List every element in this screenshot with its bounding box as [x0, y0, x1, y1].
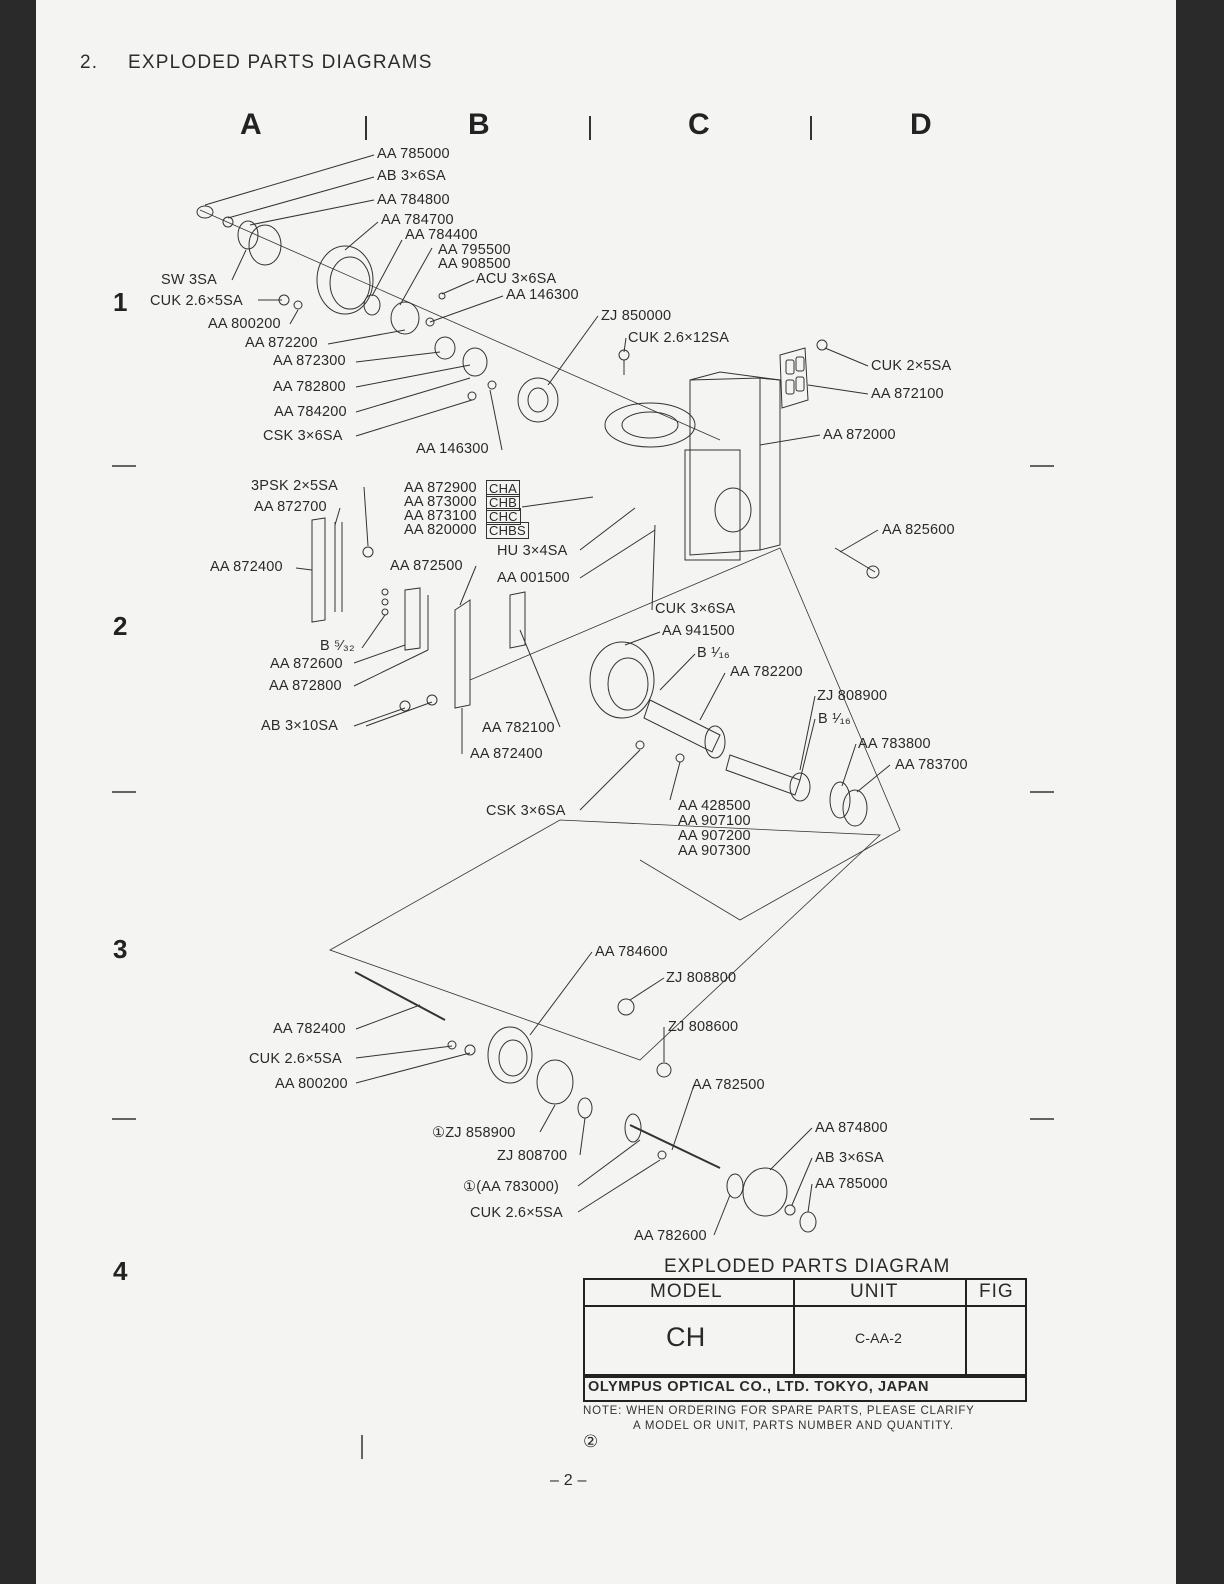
paper-sheet [36, 0, 1176, 1584]
part-label: CUK 2.6×5SA [470, 1205, 563, 1221]
row-label-3: 3 [113, 934, 128, 964]
part-label: ①ZJ 858900 [432, 1125, 516, 1141]
fig-header: FIG [979, 1281, 1014, 1302]
model-code-box: CHB [486, 494, 521, 511]
page-number: – 2 – [550, 1472, 587, 1489]
page-heading: EXPLODED PARTS DIAGRAMS [128, 52, 433, 73]
model-value: CH [666, 1322, 706, 1352]
part-label: AA 872200 [245, 335, 318, 351]
part-label: ①(AA 783000) [463, 1179, 560, 1195]
unit-header: UNIT [850, 1281, 899, 1302]
part-label: AA 872900 [404, 480, 477, 496]
part-label: B ¹⁄₁₆ [697, 645, 730, 661]
part-label: AA 872300 [273, 353, 346, 369]
part-label: AA 908500 [438, 256, 511, 272]
part-label: AA 872800 [269, 678, 342, 694]
sheet-mark: ② [583, 1432, 599, 1451]
part-label: AA 428500 [678, 798, 751, 814]
part-label: AA 784400 [405, 227, 478, 243]
part-label: AA 784800 [377, 192, 450, 208]
part-label: B ¹⁄₁₆ [818, 711, 851, 727]
part-label: AA 001500 [497, 570, 570, 586]
part-label: AA 782400 [273, 1021, 346, 1037]
part-label: AA 146300 [506, 287, 579, 303]
part-label: AA 782200 [730, 664, 803, 680]
part-label: ZJ 808900 [817, 688, 888, 704]
part-label: AA 825600 [882, 522, 955, 538]
part-label: B ⁵⁄₃₂ [320, 638, 355, 654]
column-label-a: A [240, 108, 262, 141]
part-label: AA 783700 [895, 757, 968, 773]
model-code-box: CHC [486, 508, 521, 525]
model-code-box: CHBS [486, 522, 529, 539]
part-label: AA 795500 [438, 242, 511, 258]
part-label: AB 3×10SA [261, 718, 339, 734]
part-label: AA 782100 [482, 720, 555, 736]
part-label: CUK 2.6×5SA [249, 1051, 342, 1067]
part-label: ZJ 808700 [497, 1148, 568, 1164]
model-code-box: CHA [486, 480, 521, 497]
row-label-1: 1 [113, 287, 128, 317]
part-label: AA 872400 [470, 746, 543, 762]
part-label: AA 820000 [404, 522, 477, 538]
part-label: AA 782800 [273, 379, 346, 395]
company-box [583, 1376, 1027, 1402]
part-label: AA 800200 [275, 1076, 348, 1092]
column-label-c: C [688, 108, 710, 141]
part-label: AA 872100 [871, 386, 944, 402]
part-label: AA 782600 [634, 1228, 707, 1244]
part-label: AA 941500 [662, 623, 735, 639]
part-label: AA 785000 [815, 1176, 888, 1192]
part-label: AA 872600 [270, 656, 343, 672]
part-label: AA 784200 [274, 404, 347, 420]
row-label-4: 4 [113, 1256, 128, 1286]
column-label-b: B [468, 108, 490, 141]
part-label: AA 783800 [858, 736, 931, 752]
part-label: AA 907200 [678, 828, 751, 844]
part-label: AA 782500 [692, 1077, 765, 1093]
part-label: AB 3×6SA [377, 168, 446, 184]
part-label: SW 3SA [161, 272, 217, 288]
order-note-line1: NOTE: WHEN ORDERING FOR SPARE PARTS, PLE… [583, 1405, 975, 1417]
part-label: ACU 3×6SA [476, 271, 557, 287]
part-label: AA 907100 [678, 813, 751, 829]
part-label: AA 785000 [377, 146, 450, 162]
part-label: AA 872400 [210, 559, 283, 575]
part-label: CUK 2.6×5SA [150, 293, 243, 309]
model-header: MODEL [650, 1281, 723, 1302]
part-label: CUK 3×6SA [655, 601, 736, 617]
row-label-2: 2 [113, 611, 128, 641]
heading-number: 2. [80, 52, 99, 73]
order-note-line2: A MODEL OR UNIT, PARTS NUMBER AND QUANTI… [633, 1420, 954, 1432]
titleblock-title: EXPLODED PARTS DIAGRAM [664, 1256, 951, 1277]
part-label: AA 873000 [404, 494, 477, 510]
part-label: 3PSK 2×5SA [251, 478, 339, 494]
part-label: AB 3×6SA [815, 1150, 884, 1166]
part-label: AA 874800 [815, 1120, 888, 1136]
part-label: AA 784600 [595, 944, 668, 960]
part-label: AA 873100 [404, 508, 477, 524]
company-name: OLYMPUS OPTICAL CO., LTD. TOKYO, JAPAN [588, 1379, 930, 1395]
part-label: CUK 2×5SA [871, 358, 952, 374]
part-label: AA 872500 [390, 558, 463, 574]
part-label: ZJ 808600 [668, 1019, 739, 1035]
unit-value: C-AA-2 [855, 1330, 903, 1346]
part-label: AA 872000 [823, 427, 896, 443]
part-label: AA 872700 [254, 499, 327, 515]
part-label: CUK 2.6×12SA [628, 330, 730, 346]
part-label: HU 3×4SA [497, 543, 568, 559]
part-label: AA 907300 [678, 843, 751, 859]
part-label: ZJ 850000 [601, 308, 672, 324]
part-label: AA 146300 [416, 441, 489, 457]
column-label-d: D [910, 108, 932, 141]
part-label: CSK 3×6SA [486, 803, 566, 819]
part-label: AA 800200 [208, 316, 281, 332]
part-label: ZJ 808800 [666, 970, 737, 986]
titleblock-table [583, 1278, 1027, 1376]
part-label: CSK 3×6SA [263, 428, 343, 444]
part-label: AA 784700 [381, 212, 454, 228]
